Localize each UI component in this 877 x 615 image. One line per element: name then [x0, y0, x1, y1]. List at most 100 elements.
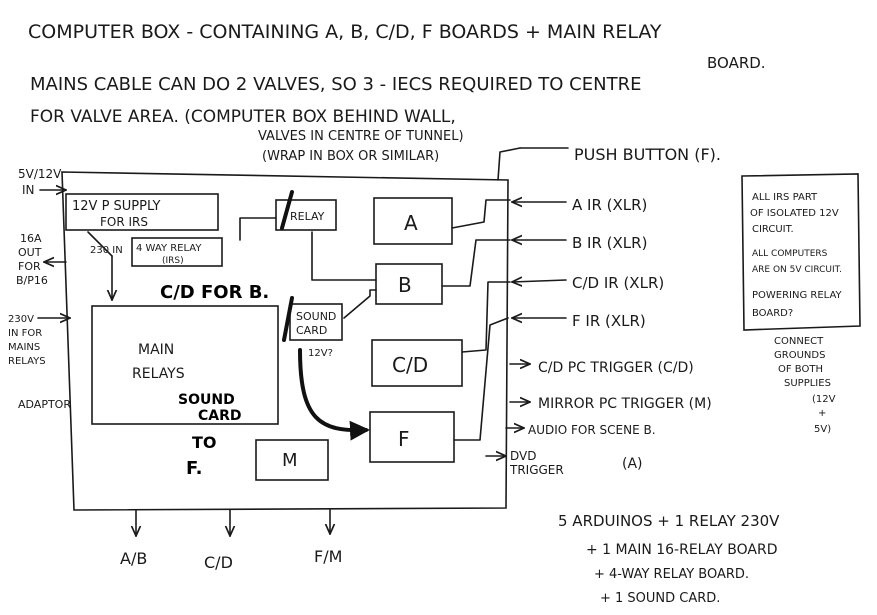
psu-wire-1 — [87, 231, 113, 257]
ir-power-note: ALL IRS PART OF ISOLATED 12V CIRCUIT. AL… — [741, 173, 861, 331]
psu-label-2: FOR IRS — [100, 215, 148, 229]
relay-to-b-wire — [311, 231, 377, 281]
main-relays-label-1: MAIN — [138, 342, 174, 358]
parts-summary: 5 ARDUINOS + 1 RELAY 230V + 1 MAIN 16-RE… — [558, 512, 780, 606]
psu-block: 12V P SUPPLY FOR IRS 230 IN 4 WAY RELAY … — [65, 193, 223, 300]
summary-line-1: 5 ARDUINOS + 1 RELAY 230V — [558, 512, 780, 530]
to-f-note-2: F. — [186, 458, 203, 479]
out16-label-1: 16A — [20, 232, 42, 245]
ab-label: A/B — [120, 549, 147, 568]
board-a-box — [373, 197, 453, 245]
left-inputs: 5V/12V IN 16A OUT FOR B/P16 230V IN FOR … — [8, 167, 71, 411]
board-f-box — [369, 411, 455, 463]
sound-card-label-1: SOUND — [296, 310, 336, 323]
board-b-label: B — [398, 273, 412, 297]
a-ir-label: A IR (XLR) — [572, 196, 647, 214]
out16-label-2: OUT — [18, 246, 42, 259]
board-a: A — [373, 197, 453, 245]
f-to-ir-wire — [453, 317, 509, 441]
out16-label-4: B/P16 — [16, 274, 48, 287]
board-m: M — [255, 439, 329, 481]
cd-bottom-label: C/D — [204, 553, 233, 572]
bold-notes: C/D FOR B. SOUND CARD TO F. — [160, 282, 269, 479]
side-note-5: ARE ON 5V CIRCUIT. — [752, 265, 842, 275]
grounds-note-3: OF BOTH — [778, 364, 823, 375]
relay-label: RELAY — [290, 210, 325, 223]
board-m-label: M — [282, 450, 298, 471]
in230-label-4: RELAYS — [8, 356, 46, 367]
side-note-7: BOARD? — [752, 308, 793, 319]
side-note-2: OF ISOLATED 12V — [750, 208, 839, 219]
four-way-relay-label-1: 4 WAY RELAY — [136, 243, 202, 254]
dvd-label-a: (A) — [622, 456, 643, 472]
grounds-note-5: (12V — [812, 394, 836, 405]
heading-line-3: FOR VALVE AREA. (COMPUTER BOX BEHIND WAL… — [30, 107, 456, 127]
fm-label: F/M — [314, 547, 342, 566]
sound-card-label-2: CARD — [296, 324, 327, 337]
computer-box — [61, 171, 509, 511]
bottom-outputs: A/B C/D F/M — [120, 509, 342, 572]
psu-label-1: 12V P SUPPLY — [72, 199, 161, 214]
side-note-3: CIRCUIT. — [752, 224, 794, 235]
board-cd-box — [371, 339, 463, 387]
psu-box — [65, 193, 219, 231]
four-way-relay-label-2: (IRS) — [162, 256, 184, 266]
board-m-box — [255, 439, 329, 481]
power-in-label-2: IN — [22, 183, 35, 197]
relay-bold-mark — [280, 190, 294, 230]
board-f: F — [369, 411, 455, 463]
sound-card-box — [289, 303, 343, 341]
board-f-label: F — [398, 427, 410, 451]
mirror-trigger-label: MIRROR PC TRIGGER (M) — [538, 396, 712, 412]
side-note-6: POWERING RELAY — [752, 290, 843, 301]
grounds-note-7: 5V) — [814, 424, 831, 435]
ir-power-note-box — [741, 173, 861, 331]
cd-for-b-note: C/D FOR B. — [160, 282, 269, 303]
sound-card-note-1: SOUND — [178, 392, 235, 408]
main-relays-label-2: RELAYS — [132, 366, 185, 382]
b-to-ir-wire — [441, 239, 511, 287]
push-button-wire — [497, 147, 521, 181]
heading-notes: COMPUTER BOX - CONTAINING A, B, C/D, F B… — [28, 21, 766, 164]
sound-to-b-wire — [343, 289, 377, 319]
a-to-ir-wire — [451, 199, 511, 229]
cd-ir-arrow — [512, 280, 567, 282]
side-note-1: ALL IRS PART — [752, 192, 818, 203]
heading-line-5: (WRAP IN BOX OR SIMILAR) — [262, 149, 439, 164]
right-outputs: PUSH BUTTON (F). A IR (XLR) B IR (XLR) C… — [485, 145, 721, 477]
heading-line-1b: BOARD. — [707, 54, 766, 72]
main-relays-block: MAIN RELAYS — [91, 305, 279, 425]
sound-card-12v-label: 12V? — [308, 348, 333, 359]
in230-label-1: 230V — [8, 314, 34, 325]
relay-to-4way-wire — [239, 217, 277, 241]
board-a-label: A — [404, 211, 418, 235]
f-ir-label: F IR (XLR) — [572, 312, 646, 330]
grounds-note: CONNECT GROUNDS OF BOTH SUPPLIES (12V + … — [774, 336, 836, 435]
board-b-box — [375, 263, 443, 305]
cd-ir-label: C/D IR (XLR) — [572, 274, 664, 292]
sound-card-note-2: CARD — [198, 408, 242, 424]
sound-to-f-thick-wire — [298, 348, 370, 441]
four-way-relay-box — [131, 237, 223, 267]
dvd-label-2: TRIGGER — [509, 463, 564, 477]
dvd-label-1: DVD — [510, 449, 536, 463]
main-relays-box — [91, 305, 279, 425]
heading-line-4: VALVES IN CENTRE OF TUNNEL) — [258, 129, 464, 144]
grounds-note-6: + — [818, 408, 826, 419]
relay-box — [275, 199, 337, 231]
heading-line-1: COMPUTER BOX - CONTAINING A, B, C/D, F B… — [28, 21, 662, 43]
heading-line-2: MAINS CABLE CAN DO 2 VALVES, SO 3 - IECS… — [30, 74, 641, 95]
to-f-note-1: TO — [192, 433, 217, 452]
in230-label-3: MAINS — [8, 342, 40, 353]
summary-line-4: + 1 SOUND CARD. — [600, 591, 720, 606]
cd-pc-trigger-label: C/D PC TRIGGER (C/D) — [538, 360, 694, 376]
b-ir-label: B IR (XLR) — [572, 234, 647, 252]
sound-card-bold-mark — [282, 296, 294, 342]
power-in-label-1: 5V/12V — [18, 167, 62, 181]
in230-label-2: IN FOR — [8, 328, 42, 339]
out16-label-3: FOR — [18, 260, 41, 273]
grounds-note-1: CONNECT — [774, 336, 824, 347]
cd-to-ir-wire — [461, 281, 511, 353]
board-cd: C/D — [371, 339, 463, 387]
relay-block: RELAY — [239, 190, 377, 281]
